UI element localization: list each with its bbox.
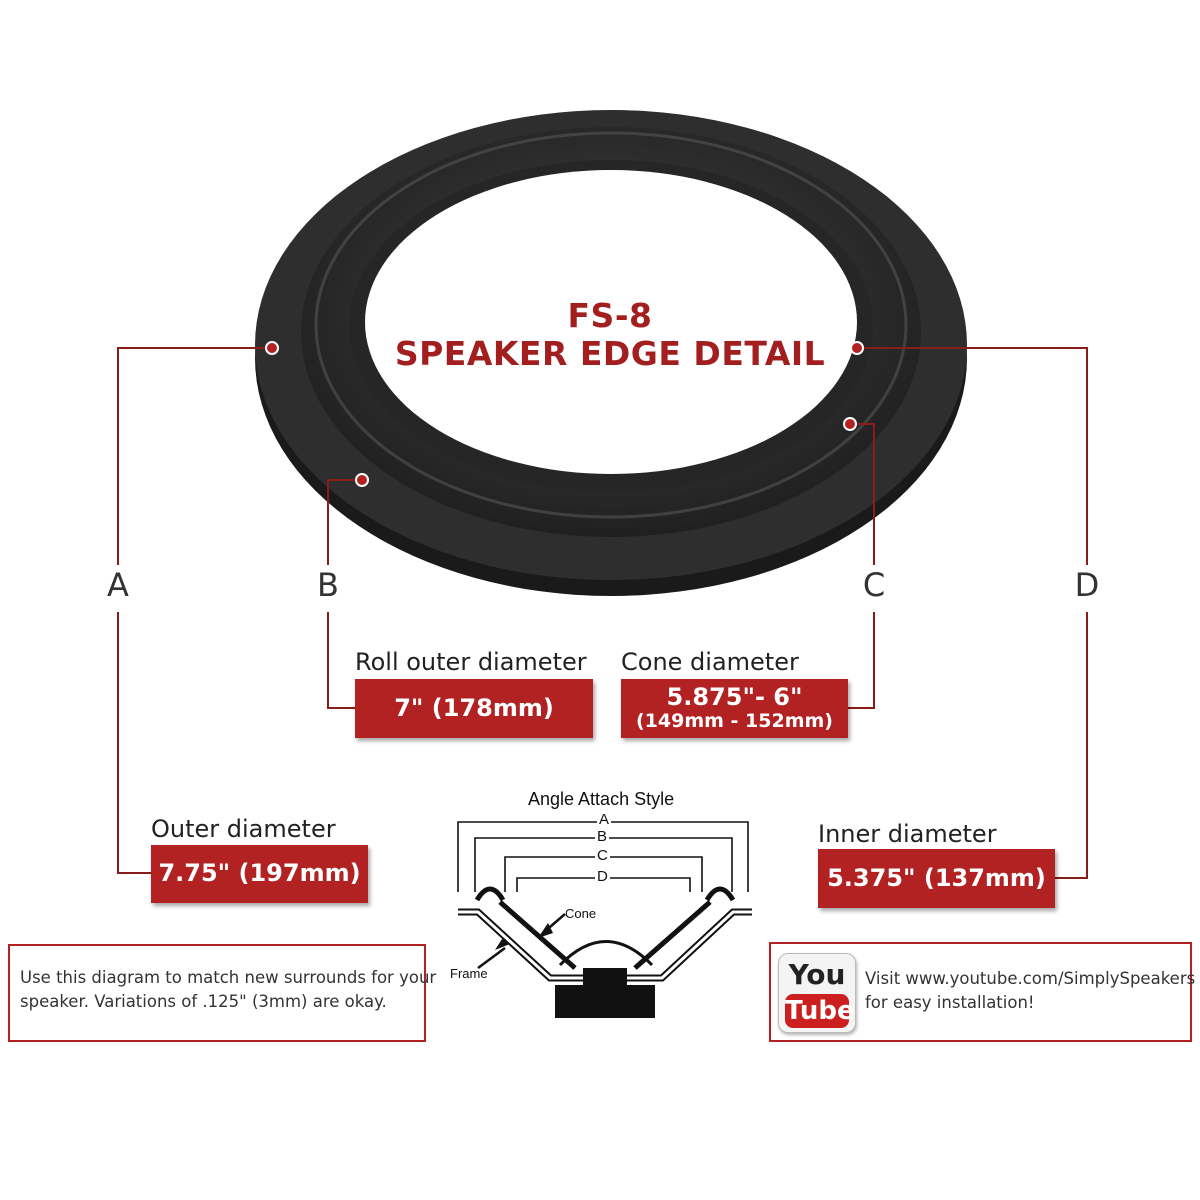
speaker-surround	[255, 110, 967, 596]
roll-outer-value: 7" (178mm)	[394, 693, 554, 722]
attach-style-diagram	[457, 821, 752, 982]
title-model: FS-8	[567, 296, 653, 335]
attach-label-c: C	[595, 847, 610, 864]
youtube-logo[interactable]: You Tube	[778, 953, 856, 1033]
cone-value-box: 5.875"- 6" (149mm - 152mm)	[621, 679, 848, 738]
label-b: B	[317, 566, 339, 604]
cone-value-metric: (149mm - 152mm)	[636, 709, 833, 732]
roll-outer-value-box: 7" (178mm)	[355, 679, 593, 738]
inner-caption: Inner diameter	[818, 820, 997, 848]
label-c: C	[862, 566, 886, 604]
title-subtitle: SPEAKER EDGE DETAIL	[394, 334, 826, 373]
frame-pointer-label: Frame	[450, 966, 488, 981]
note-line-1: Use this diagram to match new surrounds …	[20, 968, 437, 987]
cone-caption: Cone diameter	[621, 648, 799, 676]
attach-label-a: A	[597, 811, 612, 828]
note-box	[8, 944, 426, 1042]
note-line-2: speaker. Variations of .125" (3mm) are o…	[20, 992, 387, 1011]
roll-outer-caption: Roll outer diameter	[355, 648, 587, 676]
outer-value-box: 7.75" (197mm)	[151, 845, 368, 903]
voice-coil	[583, 968, 627, 985]
attach-label-d: D	[595, 868, 610, 885]
outer-caption: Outer diameter	[151, 815, 336, 843]
attach-label-b: B	[595, 828, 610, 845]
inner-value: 5.375" (137mm)	[827, 863, 1046, 892]
attach-style-title: Angle Attach Style	[528, 789, 675, 809]
leader-lines	[117, 347, 1088, 879]
cone-pointer-label: Cone	[565, 906, 597, 921]
youtube-line-2: for easy installation!	[865, 993, 1035, 1012]
youtube-line-1[interactable]: Visit www.youtube.com/SimplySpeakers	[865, 969, 1196, 988]
pointer-arrowheads	[495, 923, 553, 950]
cone-value: 5.875"- 6"	[666, 683, 803, 712]
magnet-block	[555, 985, 655, 1018]
inner-value-box: 5.375" (137mm)	[818, 849, 1055, 908]
label-a: A	[107, 566, 129, 604]
outer-value: 7.75" (197mm)	[158, 859, 361, 888]
youtube-logo-you: You	[788, 958, 846, 991]
youtube-logo-tube: Tube	[785, 994, 855, 1028]
callout-dots	[265, 341, 864, 487]
label-d: D	[1074, 566, 1100, 604]
